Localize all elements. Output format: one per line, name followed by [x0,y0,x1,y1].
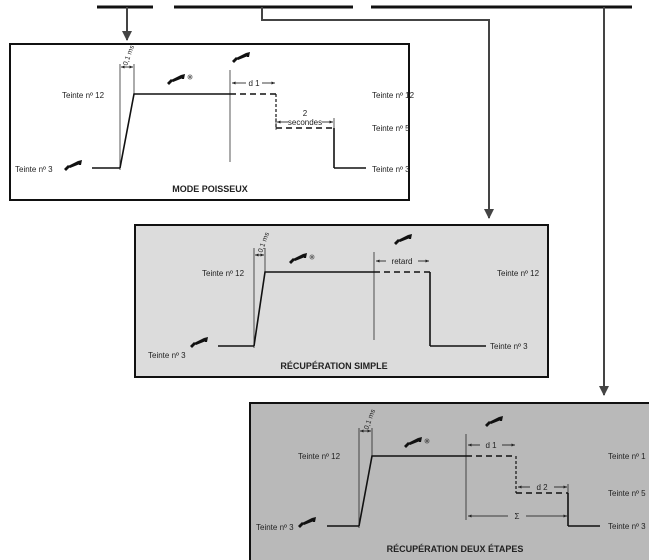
panel-frame [134,224,549,378]
label-teinte-3-right: Teinte nº 3 [608,522,646,531]
panel-recuperation-deux-etapes: 0,1 ms Teinte nº 12 Teinte nº 3 d 1 d 2 … [249,402,649,560]
label-teinte-3-left: Teinte nº 3 [15,165,53,174]
label-teinte-5-right: Teinte nº 5 [372,124,410,133]
label-2: 2 [303,109,308,118]
panel-recuperation-simple: 0,1 ms Teinte nº 12 Teinte nº 3 retard T… [134,224,549,378]
label-teinte-12-right: Teinte nº 12 [372,91,415,100]
label-teinte-12-right: Teinte nº 12 [497,269,540,278]
panel-mode-poisseux: 0,1 ms Teinte nº 12 Teinte nº 3 d 1 2 se… [9,43,415,201]
arrow-to-recuperation-simple [261,7,494,219]
spark-icon [424,438,430,444]
panel-title: RÉCUPÉRATION SIMPLE [280,361,387,371]
label-teinte-3-right: Teinte nº 3 [372,165,410,174]
panel-title: MODE POISSEUX [172,184,248,194]
label-teinte-12-left: Teinte nº 12 [298,452,341,461]
label-teinte-3-left: Teinte nº 3 [256,523,294,532]
label-teinte-1-right: Teinte nº 1 [608,452,646,461]
flow-arrows [122,7,609,396]
spark-icon [309,254,315,260]
label-secondes: secondes [288,118,322,127]
panel-title: RÉCUPÉRATION DEUX ÉTAPES [387,544,524,554]
panel-frame [9,43,410,201]
label-sigma: Σ [515,512,520,521]
label-d1: d 1 [485,441,497,450]
label-teinte-12-left: Teinte nº 12 [62,91,105,100]
label-teinte-3-right: Teinte nº 3 [490,342,528,351]
label-d2: d 2 [536,483,548,492]
label-retard: retard [392,257,413,266]
label-teinte-12-left: Teinte nº 12 [202,269,245,278]
panel-frame [249,402,649,560]
spark-icon [187,74,193,80]
label-teinte-3-left: Teinte nº 3 [148,351,186,360]
label-d1: d 1 [248,79,260,88]
label-teinte-5-right: Teinte nº 5 [608,489,646,498]
